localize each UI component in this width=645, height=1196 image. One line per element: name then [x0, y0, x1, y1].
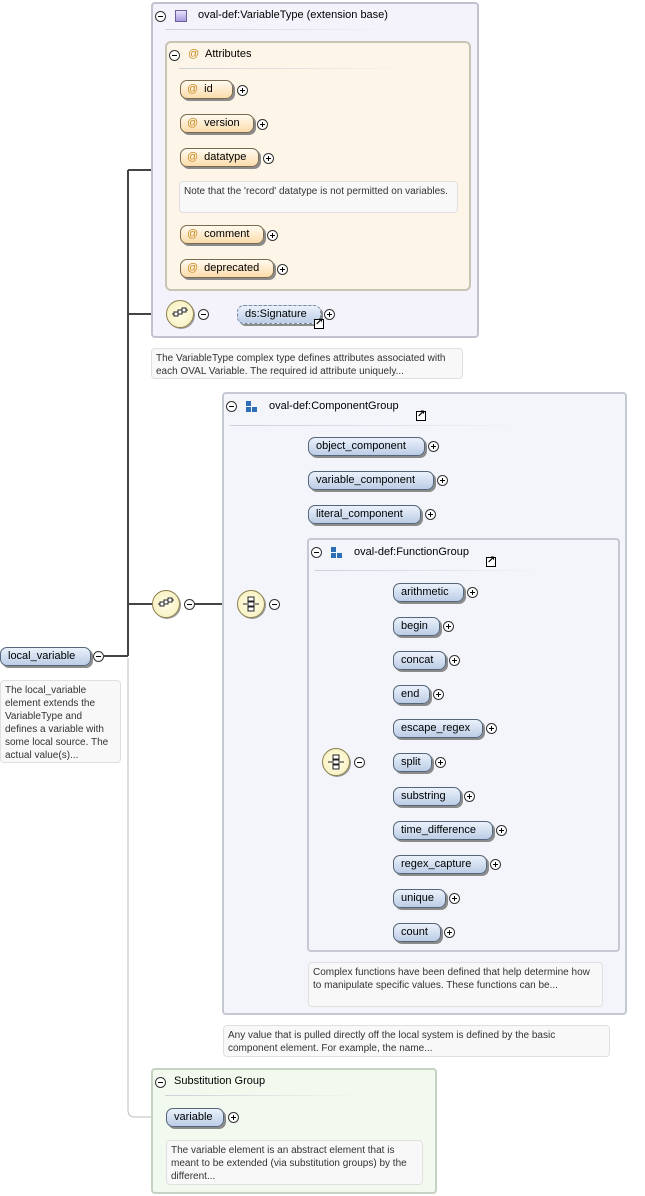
substitution-group-title: Substitution Group	[174, 1075, 266, 1087]
attribute-version[interactable]: @version	[180, 114, 254, 133]
variable-component-element[interactable]: variable_component	[308, 471, 434, 490]
complex-type-icon	[175, 10, 187, 22]
collapse-attributes-icon[interactable]	[169, 50, 180, 61]
group-icon	[331, 547, 343, 559]
collapse-function-choice-icon[interactable]	[354, 757, 365, 768]
attribute-id[interactable]: @id	[180, 80, 233, 99]
function-escape-regex[interactable]: escape_regex	[393, 719, 483, 738]
datatype-note: Note that the 'record' datatype is not p…	[179, 181, 458, 213]
function-end[interactable]: end	[393, 685, 430, 704]
attribute-datatype[interactable]: @datatype	[180, 148, 259, 167]
external-link-icon[interactable]	[486, 555, 496, 567]
attribute-icon: @	[187, 83, 199, 95]
collapse-local-variable-icon[interactable]	[93, 651, 104, 662]
expand-end-icon[interactable]	[433, 689, 444, 700]
sequence-compositor-icon[interactable]	[152, 590, 180, 618]
attribute-deprecated[interactable]: @deprecated	[180, 259, 274, 278]
object-component-element[interactable]: object_component	[308, 437, 425, 456]
expand-escape-regex-icon[interactable]	[486, 723, 497, 734]
literal-component-element[interactable]: literal_component	[308, 505, 421, 524]
sequence-compositor-icon[interactable]	[166, 300, 194, 328]
expand-concat-icon[interactable]	[449, 655, 460, 666]
expand-comment-icon[interactable]	[267, 230, 278, 241]
attribute-icon: @	[187, 262, 199, 274]
variable-element[interactable]: variable	[166, 1108, 224, 1127]
attribute-icon: @	[187, 151, 199, 163]
function-begin[interactable]: begin	[393, 617, 440, 636]
expand-regex-capture-icon[interactable]	[490, 859, 501, 870]
expand-version-icon[interactable]	[257, 119, 268, 130]
expand-count-icon[interactable]	[444, 927, 455, 938]
collapse-sequence-icon[interactable]	[184, 599, 195, 610]
collapse-component-group-icon[interactable]	[226, 401, 237, 412]
function-concat[interactable]: concat	[393, 651, 446, 670]
local-variable-note: The local_variable element extends the V…	[0, 680, 121, 763]
attribute-icon: @	[187, 117, 199, 129]
variable-type-note: The VariableType complex type defines at…	[151, 348, 463, 379]
expand-datatype-icon[interactable]	[263, 153, 274, 164]
function-split[interactable]: split	[393, 753, 432, 772]
expand-variable-icon[interactable]	[228, 1112, 239, 1123]
function-time-difference[interactable]: time_difference	[393, 821, 493, 840]
collapse-function-group-icon[interactable]	[311, 547, 322, 558]
collapse-sequence-icon[interactable]	[198, 309, 209, 320]
expand-literal-component-icon[interactable]	[425, 509, 436, 520]
function-group-box	[307, 538, 620, 952]
expand-object-component-icon[interactable]	[428, 441, 439, 452]
function-arithmetic[interactable]: arithmetic	[393, 583, 464, 602]
local-variable-element[interactable]: local_variable	[0, 647, 91, 666]
signature-element[interactable]: ds:Signature	[237, 305, 321, 324]
function-group-note: Complex functions have been defined that…	[308, 962, 603, 1007]
collapse-substitution-group-icon[interactable]	[155, 1077, 166, 1088]
function-regex-capture[interactable]: regex_capture	[393, 855, 487, 874]
variable-type-title: oval-def:VariableType (extension base)	[198, 9, 388, 21]
variable-note: The variable element is an abstract elem…	[166, 1140, 423, 1185]
expand-split-icon[interactable]	[435, 757, 446, 768]
choice-compositor-icon[interactable]	[237, 590, 265, 618]
expand-begin-icon[interactable]	[443, 621, 454, 632]
expand-id-icon[interactable]	[237, 85, 248, 96]
collapse-choice-icon[interactable]	[269, 599, 280, 610]
function-count[interactable]: count	[393, 923, 441, 942]
expand-substring-icon[interactable]	[464, 791, 475, 802]
attribute-icon: @	[187, 228, 199, 240]
external-link-icon[interactable]	[416, 409, 426, 421]
expand-unique-icon[interactable]	[449, 893, 460, 904]
expand-time-difference-icon[interactable]	[496, 825, 507, 836]
attribute-comment[interactable]: @comment	[180, 225, 264, 244]
external-link-icon[interactable]	[314, 317, 324, 329]
choice-compositor-icon[interactable]	[322, 748, 350, 776]
component-group-note: Any value that is pulled directly off th…	[223, 1025, 610, 1057]
component-group-title: oval-def:ComponentGroup	[269, 400, 399, 412]
attributes-title: Attributes	[205, 48, 252, 60]
expand-deprecated-icon[interactable]	[277, 264, 288, 275]
attribute-icon: @	[188, 48, 200, 60]
function-substring[interactable]: substring	[393, 787, 461, 806]
function-unique[interactable]: unique	[393, 889, 446, 908]
expand-signature-icon[interactable]	[324, 309, 335, 320]
collapse-variable-type-icon[interactable]	[155, 11, 166, 22]
group-icon	[246, 401, 258, 413]
expand-arithmetic-icon[interactable]	[467, 587, 478, 598]
expand-variable-component-icon[interactable]	[437, 475, 448, 486]
function-group-title: oval-def:FunctionGroup	[354, 546, 469, 558]
